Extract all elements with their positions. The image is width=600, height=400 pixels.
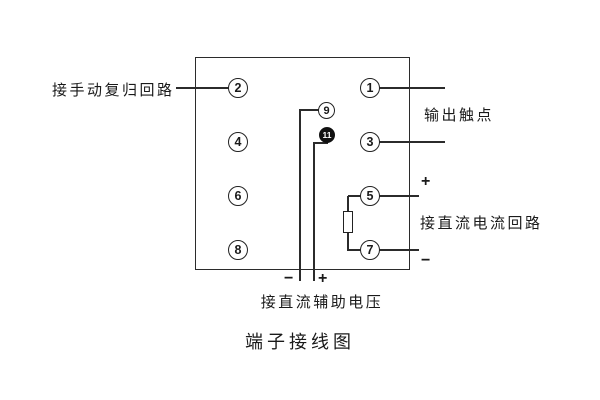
terminal-11-label: 11 — [322, 130, 332, 140]
terminal-7-label: 7 — [366, 243, 374, 257]
terminal-9-label: 9 — [323, 104, 330, 117]
terminal-11: 11 — [319, 127, 335, 143]
terminal-1: 1 — [360, 78, 380, 98]
plus-sign-terminal-5: + — [421, 173, 431, 190]
terminal-8-label: 8 — [234, 243, 242, 257]
terminal-7: 7 — [360, 240, 380, 260]
terminal-4: 4 — [228, 132, 248, 152]
terminal-6-label: 6 — [234, 189, 242, 203]
label-dc-current-loop: 接直流电流回路 — [420, 215, 543, 232]
wire-terminal-9-down — [299, 109, 301, 281]
wire-terminal-3-out — [379, 141, 445, 143]
terminal-5-label: 5 — [366, 189, 374, 203]
wire-terminal-7-out — [379, 249, 419, 251]
terminal-8: 8 — [228, 240, 248, 260]
wire-terminal-11-stub — [314, 142, 328, 144]
terminal-4-label: 4 — [234, 135, 242, 149]
terminal-1-label: 1 — [366, 81, 374, 95]
terminal-9: 9 — [318, 102, 335, 119]
terminal-6: 6 — [228, 186, 248, 206]
minus-sign-aux-voltage: − — [284, 270, 294, 287]
wire-resistor-bottom-stub — [348, 249, 361, 251]
resistor-symbol — [343, 211, 353, 233]
wire-resistor-top-stub — [348, 195, 361, 197]
wire-terminal-5-out — [379, 195, 419, 197]
label-dc-aux-voltage: 接直流辅助电压 — [260, 294, 384, 311]
terminal-2: 2 — [228, 78, 248, 98]
wire-manual-reset-to-2 — [176, 87, 229, 89]
wire-terminal-11-down — [313, 142, 315, 281]
wire-terminal-1-out — [379, 87, 445, 89]
minus-sign-terminal-7: − — [421, 252, 431, 269]
terminal-3: 3 — [360, 132, 380, 152]
terminal-2-label: 2 — [234, 81, 242, 95]
terminal-5: 5 — [360, 186, 380, 206]
diagram-title: 端子接线图 — [245, 332, 355, 352]
label-manual-reset-loop: 接手动复归回路 — [52, 82, 175, 99]
plus-sign-aux-voltage: + — [318, 270, 328, 287]
label-output-contact: 输出触点 — [424, 107, 495, 124]
wire-terminal-9-stub — [300, 109, 320, 111]
terminal-3-label: 3 — [366, 135, 374, 149]
